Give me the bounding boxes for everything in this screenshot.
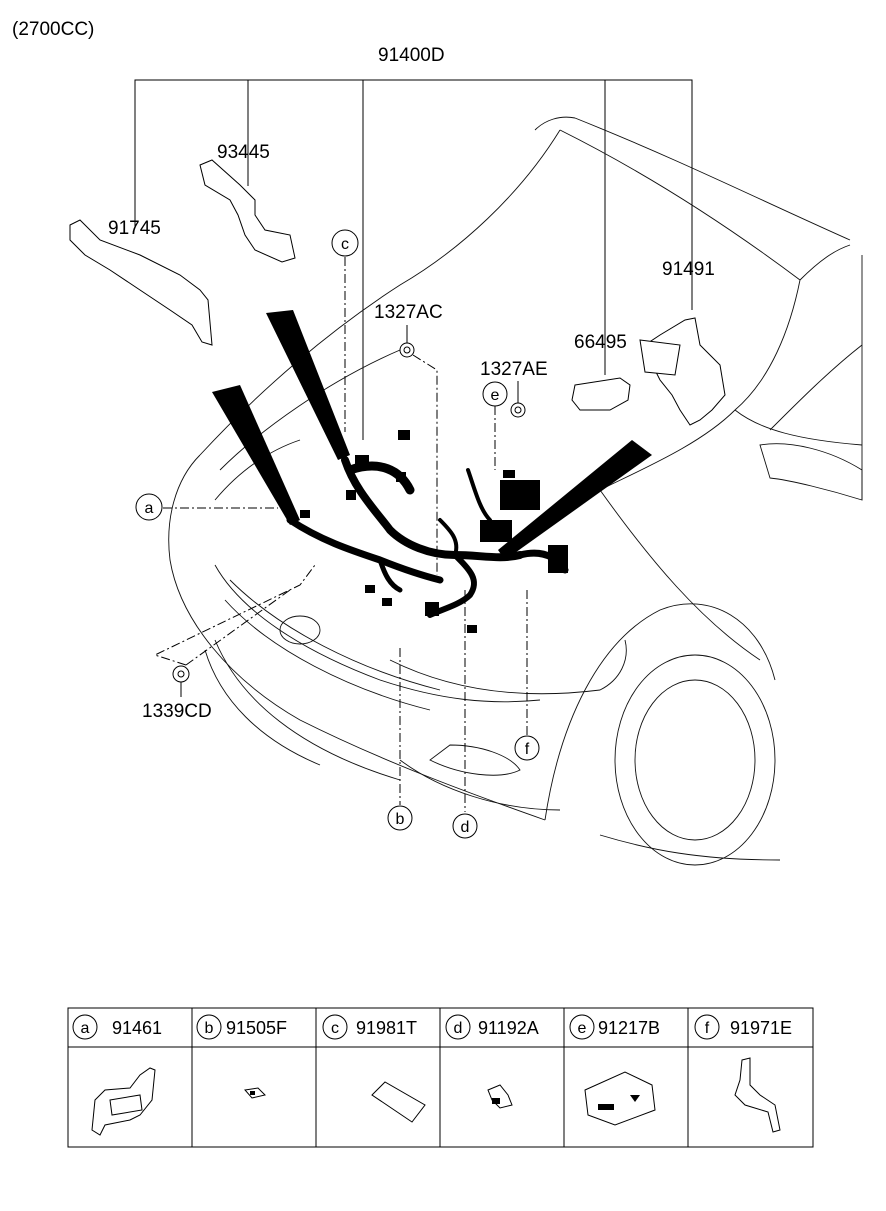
legend-part-c: 91981T	[356, 1018, 417, 1038]
circle-callout-c: c	[331, 229, 359, 257]
label-1339cd: 1339CD	[142, 701, 212, 722]
svg-text:d: d	[461, 819, 470, 836]
svg-text:b: b	[396, 811, 405, 828]
legend-cell-d: d 91192A	[445, 1014, 539, 1040]
main-assembly-label: 91400D	[378, 45, 445, 66]
label-66495: 66495	[574, 332, 627, 353]
label-1327ae: 1327AE	[480, 359, 548, 380]
legend-part-f: 91971E	[730, 1018, 792, 1038]
car-body-outline	[168, 116, 863, 866]
svg-text:e: e	[578, 1020, 587, 1037]
legend-sketch-91461	[91, 1067, 156, 1136]
legend-sketch-91505f	[244, 1087, 266, 1099]
legend-cell-a: a 91461	[72, 1014, 162, 1040]
svg-text:a: a	[145, 500, 154, 517]
main-assembly-bracket: 91400D	[134, 45, 693, 440]
clip-1339cd	[172, 665, 190, 683]
legend-table: a 91461 b 91505F c 91981T d 91192A e 912…	[67, 1007, 814, 1148]
part-91745-sketch	[69, 219, 213, 346]
legend-part-e: 91217B	[598, 1018, 660, 1038]
legend-part-a: 91461	[112, 1018, 162, 1038]
legend-cell-b: b 91505F	[196, 1014, 287, 1040]
part-66495-sketch	[571, 377, 631, 411]
circle-callout-a: a	[135, 493, 163, 521]
svg-text:b: b	[205, 1020, 214, 1037]
circle-callout-e: e	[482, 381, 508, 407]
dashed-leaders	[153, 257, 528, 812]
engine-note: (2700CC)	[12, 19, 94, 40]
engine-wiring-harness	[286, 430, 569, 633]
legend-sketch-91981t	[371, 1081, 426, 1123]
svg-text:e: e	[491, 387, 500, 404]
circle-callout-d: d	[452, 813, 478, 839]
svg-text:d: d	[454, 1020, 463, 1037]
legend-sketch-91192a	[487, 1084, 513, 1109]
svg-text:a: a	[81, 1020, 90, 1037]
leader-wedges	[212, 310, 652, 560]
legend-cell-c: c 91981T	[322, 1014, 417, 1040]
legend-sketch-91971e	[734, 1057, 781, 1133]
label-93445: 93445	[217, 142, 270, 163]
nut-1327ae	[510, 402, 526, 418]
legend-sketch-91217b	[584, 1071, 656, 1126]
label-1327ac: 1327AC	[374, 302, 443, 323]
legend-part-d: 91192A	[478, 1018, 539, 1038]
svg-text:c: c	[341, 236, 349, 253]
part-93445-sketch	[199, 159, 296, 263]
circle-callout-f: f	[514, 735, 540, 761]
circle-callout-b: b	[387, 805, 413, 831]
legend-cell-e: e 91217B	[569, 1014, 660, 1040]
label-91491: 91491	[662, 259, 715, 280]
fuse-box	[480, 520, 512, 542]
legend-cell-f: f 91971E	[694, 1014, 792, 1040]
svg-text:f: f	[705, 1020, 710, 1037]
label-91745: 91745	[108, 218, 161, 239]
legend-part-b: 91505F	[226, 1018, 287, 1038]
svg-text:f: f	[525, 741, 530, 758]
nut-1327ac	[399, 342, 415, 358]
part-91491-sketch	[639, 317, 726, 426]
svg-text:c: c	[331, 1020, 339, 1037]
